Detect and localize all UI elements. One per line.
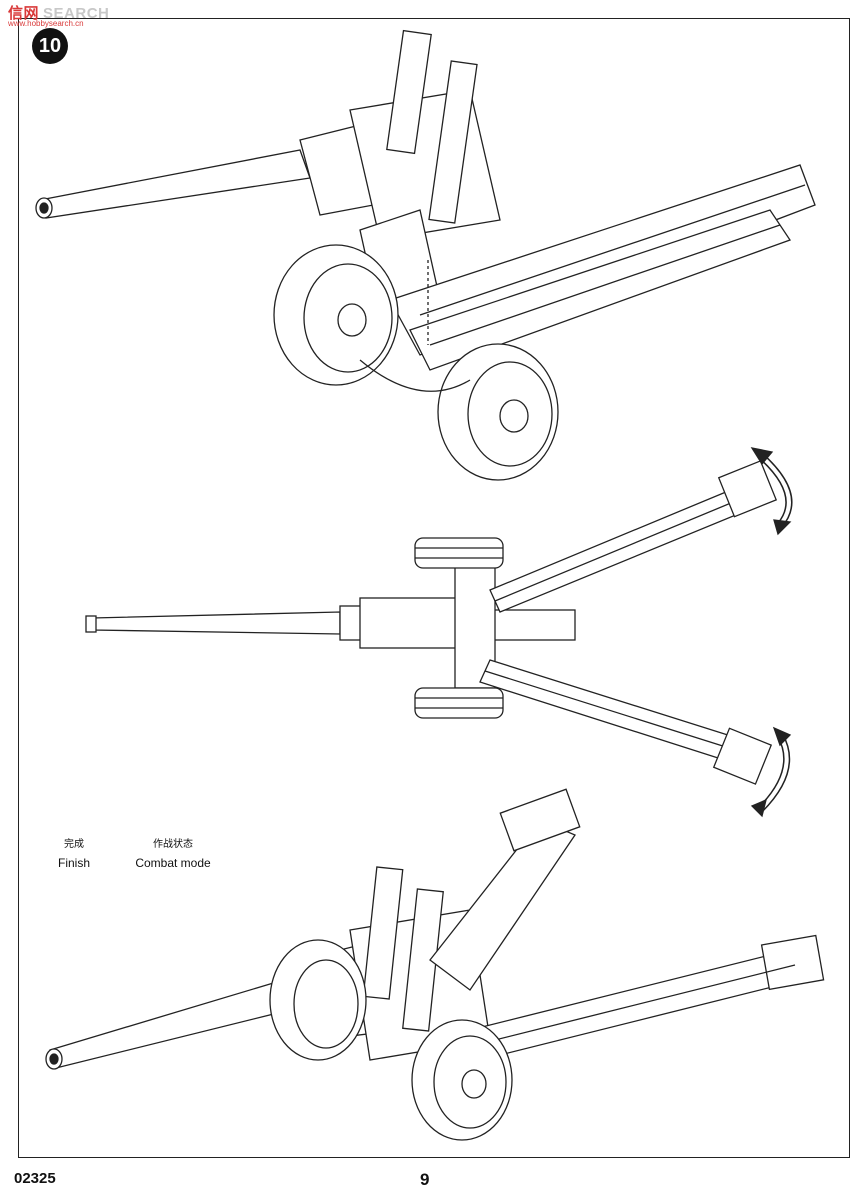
left-wheel-combat (269, 939, 367, 1061)
combat-mode-label: 作战状态 Combat mode (118, 836, 228, 872)
watermark-brand: 信网 (8, 5, 40, 22)
watermark-sub: www.hobbysearch.cn (8, 19, 84, 28)
page-frame (18, 18, 850, 1158)
finish-label-en: Finish (57, 856, 90, 870)
left-wheel-plan (414, 537, 504, 569)
page-number: 9 (420, 1170, 430, 1189)
step-number-badge: 10 (32, 28, 68, 64)
gun-combat-mode-drawing (45, 788, 825, 1141)
left-wheel-top (273, 244, 399, 386)
kit-code: 02325 (14, 1170, 56, 1187)
watermark-text: SEARCH (43, 5, 110, 22)
right-wheel-plan (414, 687, 504, 719)
right-wheel-combat (411, 1019, 513, 1141)
right-wheel-top (437, 343, 559, 481)
finish-label-cn: 完成 (64, 839, 84, 850)
combat-mode-label-en: Combat mode (135, 856, 211, 870)
combat-mode-label-cn: 作战状态 (153, 839, 193, 850)
gun-travel-mode-drawing (35, 29, 816, 481)
finish-label: 完成 Finish (44, 836, 104, 872)
gun-plan-view-drawing (85, 447, 793, 818)
